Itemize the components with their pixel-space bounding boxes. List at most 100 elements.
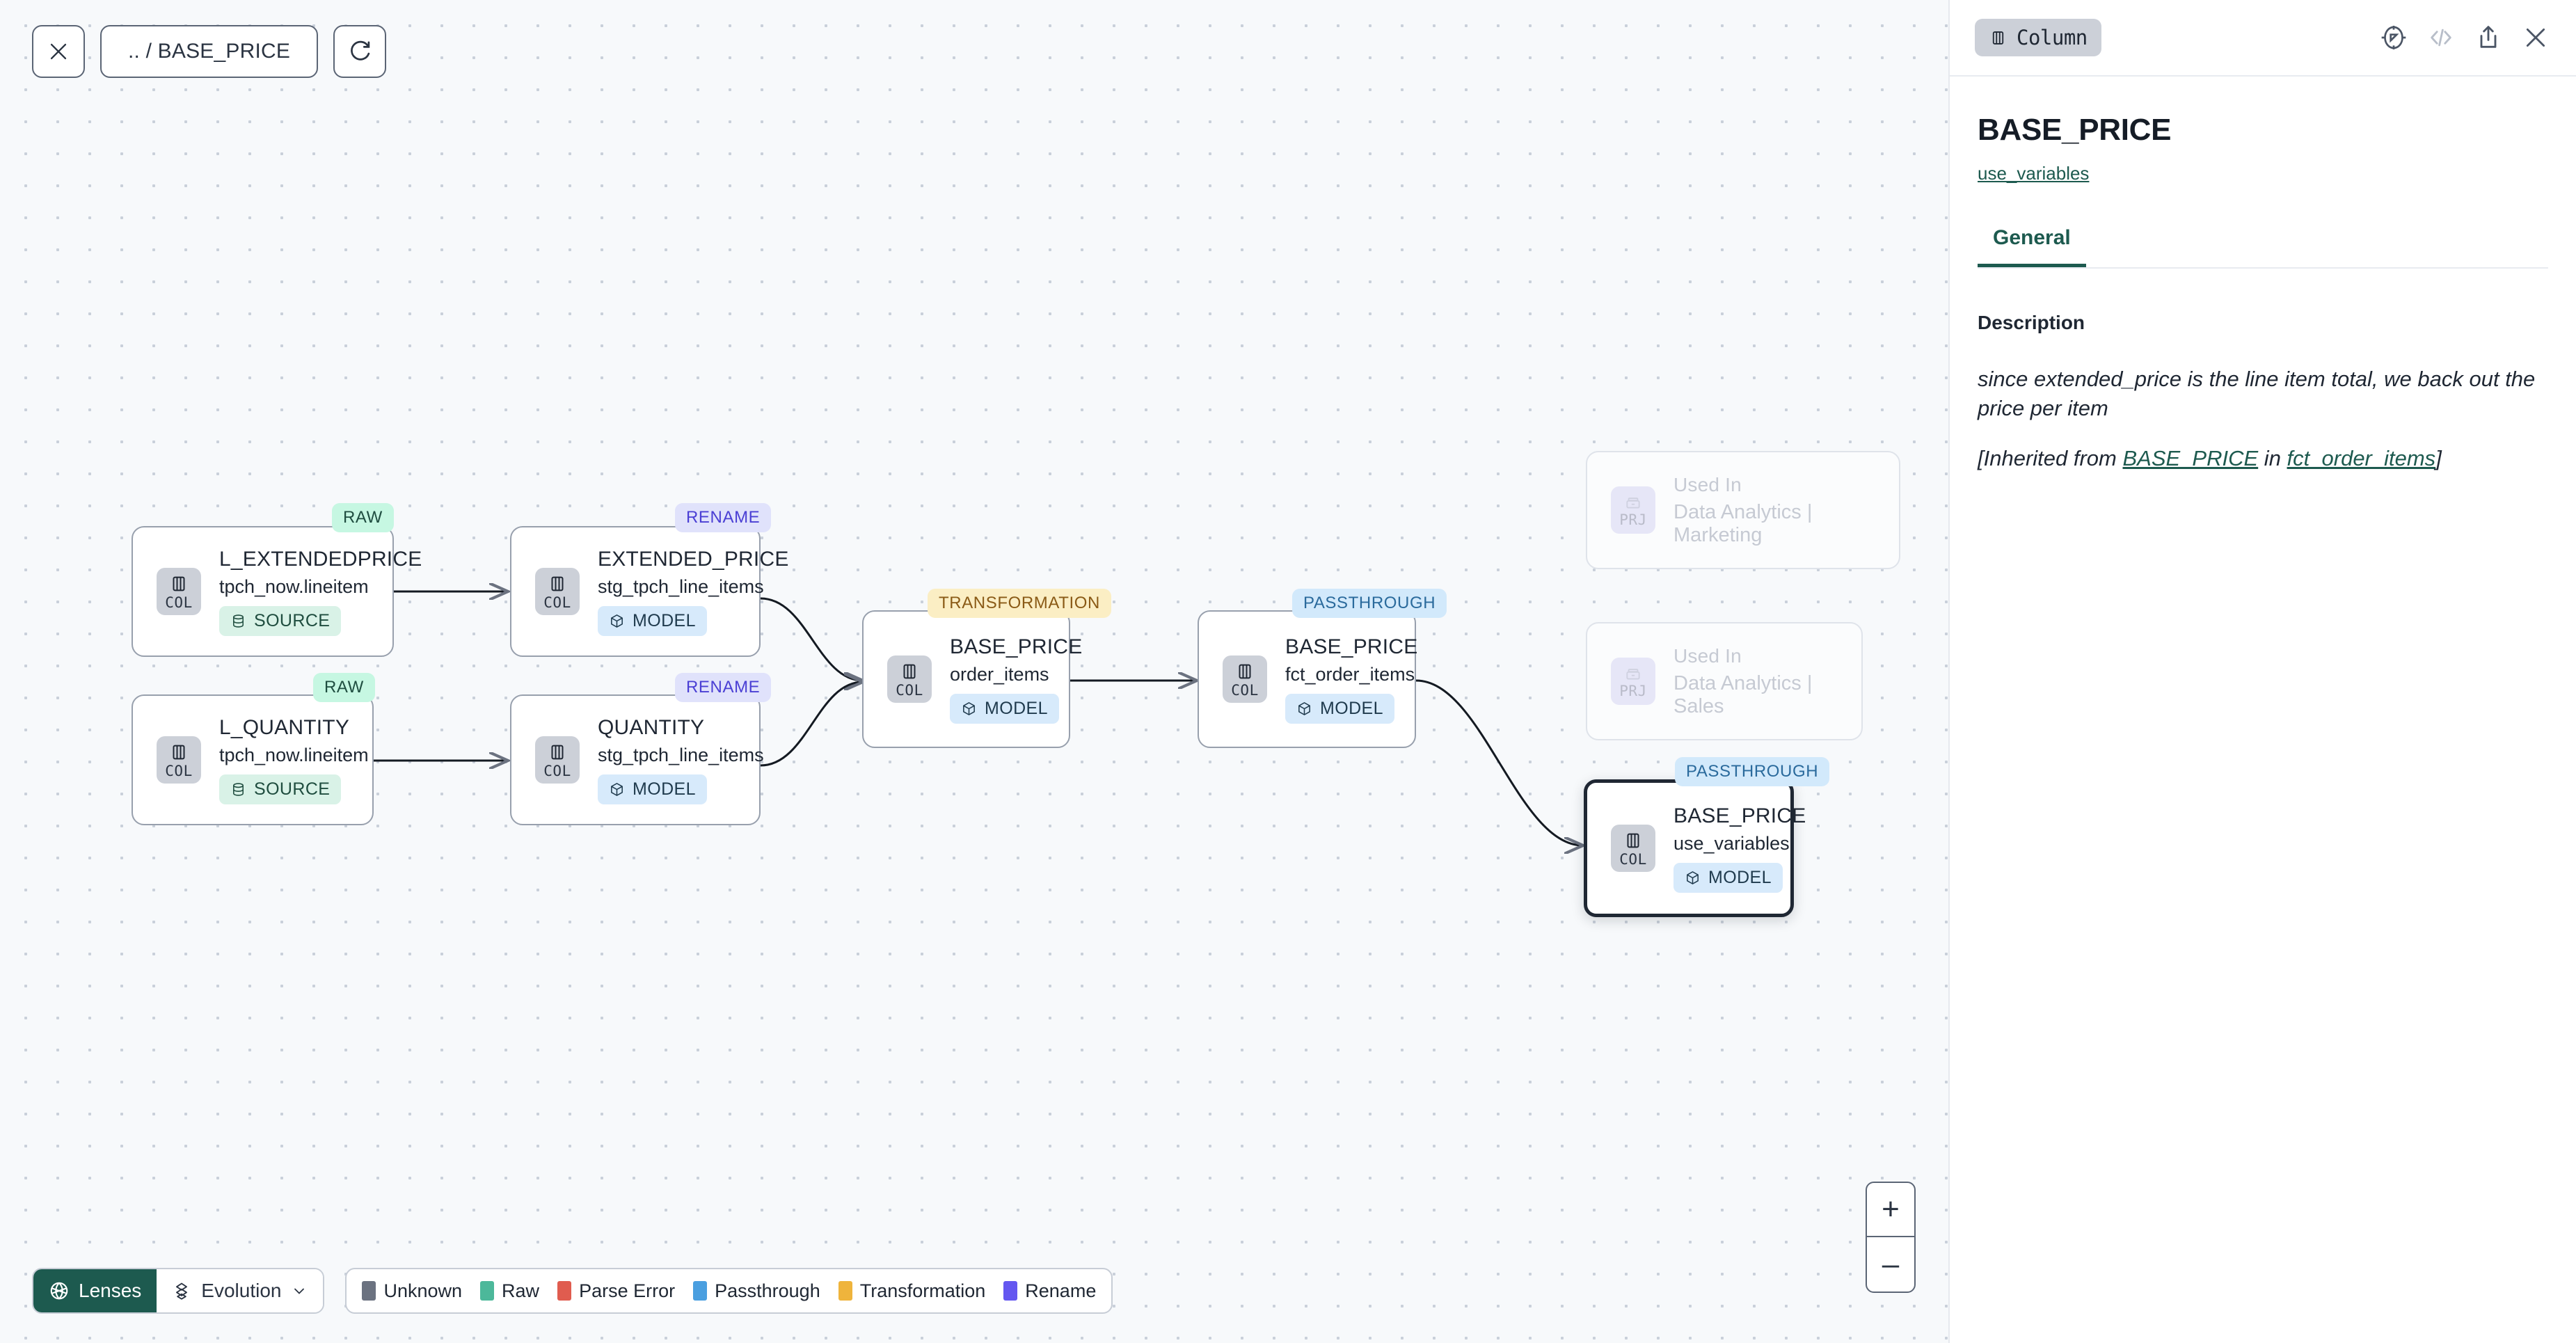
evolution-icon	[176, 1282, 188, 1300]
breadcrumb[interactable]: .. / BASE_PRICE	[100, 25, 319, 78]
legend-swatch	[557, 1281, 572, 1301]
legend-swatch	[1003, 1281, 1018, 1301]
column-icon-box: COL	[535, 568, 580, 615]
lineage-node-l-extendedprice[interactable]: COL L_EXTENDEDPRICE tpch_now.lineitem SO…	[132, 526, 422, 657]
node-chip-label: SOURCE	[254, 779, 331, 799]
compass-icon	[2381, 26, 2406, 49]
legend-item[interactable]: Rename	[1003, 1280, 1096, 1302]
refresh-button[interactable]	[333, 25, 387, 78]
node-title: BASE_PRICE	[950, 635, 1083, 658]
node-icon-label: COL	[165, 762, 193, 779]
inherited-column-link[interactable]: BASE_PRICE	[2122, 446, 2259, 471]
lineage-node-base-price-fct-order-items[interactable]: COL BASE_PRICE fct_order_items MODEL	[1198, 610, 1417, 748]
node-chip-label: MODEL	[1320, 698, 1383, 718]
explore-button[interactable]	[2380, 24, 2408, 51]
chevron-down-icon	[294, 1288, 305, 1294]
cube-icon	[611, 782, 623, 796]
inherited-model-link[interactable]: fct_order_items	[2287, 446, 2436, 471]
close-panel-button[interactable]	[2522, 24, 2550, 51]
legend-swatch	[362, 1281, 376, 1301]
lenses-button[interactable]: Lenses	[33, 1269, 157, 1312]
legend-label: Unknown	[383, 1280, 463, 1301]
legend-item[interactable]: Unknown	[362, 1280, 462, 1302]
archive-box-icon	[1626, 668, 1640, 680]
zoom-out-button[interactable]: –	[1882, 1247, 1900, 1281]
node-icon-label: COL	[1619, 850, 1647, 868]
legend-item[interactable]: Transformation	[838, 1280, 985, 1302]
node-icon-label: PRJ	[1619, 511, 1647, 528]
column-icon-box: COL	[535, 736, 580, 784]
node-badge-rename: RENAME	[675, 673, 772, 702]
lenses-label: Lenses	[79, 1280, 142, 1301]
node-badge-rename: RENAME	[675, 503, 772, 532]
node-title: Used In	[1673, 473, 1742, 495]
legend-swatch	[693, 1281, 708, 1301]
share-icon	[2480, 26, 2497, 48]
legend-label: Rename	[1025, 1280, 1097, 1301]
node-chip-model: MODEL	[598, 774, 707, 804]
inherited-mid: in	[2258, 446, 2287, 471]
legend-item[interactable]: Passthrough	[693, 1280, 820, 1302]
lineage-node-l-quantity[interactable]: COL L_QUANTITY tpch_now.lineitem SOURCE	[132, 694, 374, 825]
node-subtitle: tpch_now.lineitem	[219, 744, 369, 765]
panel-type-badge: Column	[1975, 19, 2101, 56]
database-icon	[233, 782, 244, 796]
columns-icon	[903, 664, 916, 678]
legend-swatch	[480, 1281, 495, 1301]
column-icon-box: COL	[887, 655, 932, 703]
code-button[interactable]	[2427, 24, 2455, 51]
node-subtitle: stg_tpch_line_items	[598, 575, 764, 597]
cube-icon	[1298, 701, 1310, 715]
node-subtitle: order_items	[950, 663, 1049, 685]
parent-model-link[interactable]: use_variables	[1978, 163, 2090, 184]
lineage-canvas[interactable]: .. / BASE_PRICE PRJ Used In Data Analyti…	[0, 0, 1948, 1343]
close-icon	[50, 43, 67, 60]
node-chip-model: MODEL	[1673, 862, 1783, 893]
description-text: since extended_price is the line item to…	[1978, 367, 2536, 420]
project-icon: PRJ	[1611, 658, 1655, 705]
node-subtitle: stg_tpch_line_items	[598, 744, 764, 765]
node-title: L_EXTENDEDPRICE	[219, 547, 422, 571]
node-badge-passthrough: PASSTHROUGH	[1675, 757, 1830, 786]
lenses-group: Lenses Evolution	[32, 1268, 325, 1314]
lineage-node-base-price-use-variables[interactable]: COL BASE_PRICE use_variables MODEL	[1584, 779, 1806, 917]
legend-item[interactable]: Parse Error	[557, 1280, 675, 1302]
column-icon-box: COL	[157, 568, 201, 615]
node-badge-transformation: TRANSFORMATION	[928, 589, 1111, 618]
node-title: BASE_PRICE	[1673, 804, 1806, 827]
legend-label: Parse Error	[579, 1280, 676, 1301]
refresh-icon	[351, 40, 370, 61]
zoom-in-button[interactable]: +	[1867, 1183, 1914, 1237]
close-icon	[2526, 28, 2545, 47]
node-icon-label: COL	[165, 594, 193, 611]
column-icon-box: COL	[1611, 825, 1655, 872]
used-in-node-marketing[interactable]: PRJ Used In Data Analytics | Marketing	[1586, 451, 1900, 569]
node-badge-raw: RAW	[313, 673, 375, 702]
lens-select[interactable]: Evolution	[157, 1269, 324, 1312]
columns-icon	[1239, 664, 1251, 678]
description-section: Description since extended_price is the …	[1978, 312, 2548, 471]
details-panel: Column	[1948, 0, 2576, 1343]
node-chip-model: MODEL	[950, 693, 1059, 724]
cube-icon	[1687, 871, 1699, 884]
panel-type-label: Column	[2017, 26, 2088, 49]
close-lineage-button[interactable]	[32, 25, 85, 78]
node-badge-passthrough: PASSTHROUGH	[1292, 589, 1447, 618]
lineage-node-base-price-order-items[interactable]: COL BASE_PRICE order_items MODEL	[862, 610, 1082, 748]
panel-actions	[2380, 24, 2550, 51]
used-in-node-sales[interactable]: PRJ Used In Data Analytics | Sales	[1586, 622, 1863, 740]
node-title: Used In	[1673, 644, 1742, 667]
node-title: L_QUANTITY	[219, 715, 350, 739]
share-button[interactable]	[2474, 24, 2502, 51]
panel-header: Column	[1950, 0, 2576, 77]
lens-legend: Unknown Raw Parse Error Passthrough Transfor…	[345, 1268, 1113, 1314]
tab-general[interactable]: General	[1978, 226, 2086, 267]
inherited-note: [Inherited from BASE_PRICE in fct_order_…	[1978, 446, 2548, 471]
panel-body: BASE_PRICE use_variables General Descrip…	[1950, 77, 2576, 471]
lineage-node-extended-price[interactable]: COL EXTENDED_PRICE stg_tpch_line_items M…	[510, 526, 788, 657]
legend-swatch	[838, 1281, 852, 1301]
description-heading: Description	[1978, 312, 2085, 333]
legend-item[interactable]: Raw	[480, 1280, 539, 1302]
code-icon	[2431, 29, 2451, 47]
lineage-node-quantity[interactable]: COL QUANTITY stg_tpch_line_items MODEL	[510, 694, 764, 825]
